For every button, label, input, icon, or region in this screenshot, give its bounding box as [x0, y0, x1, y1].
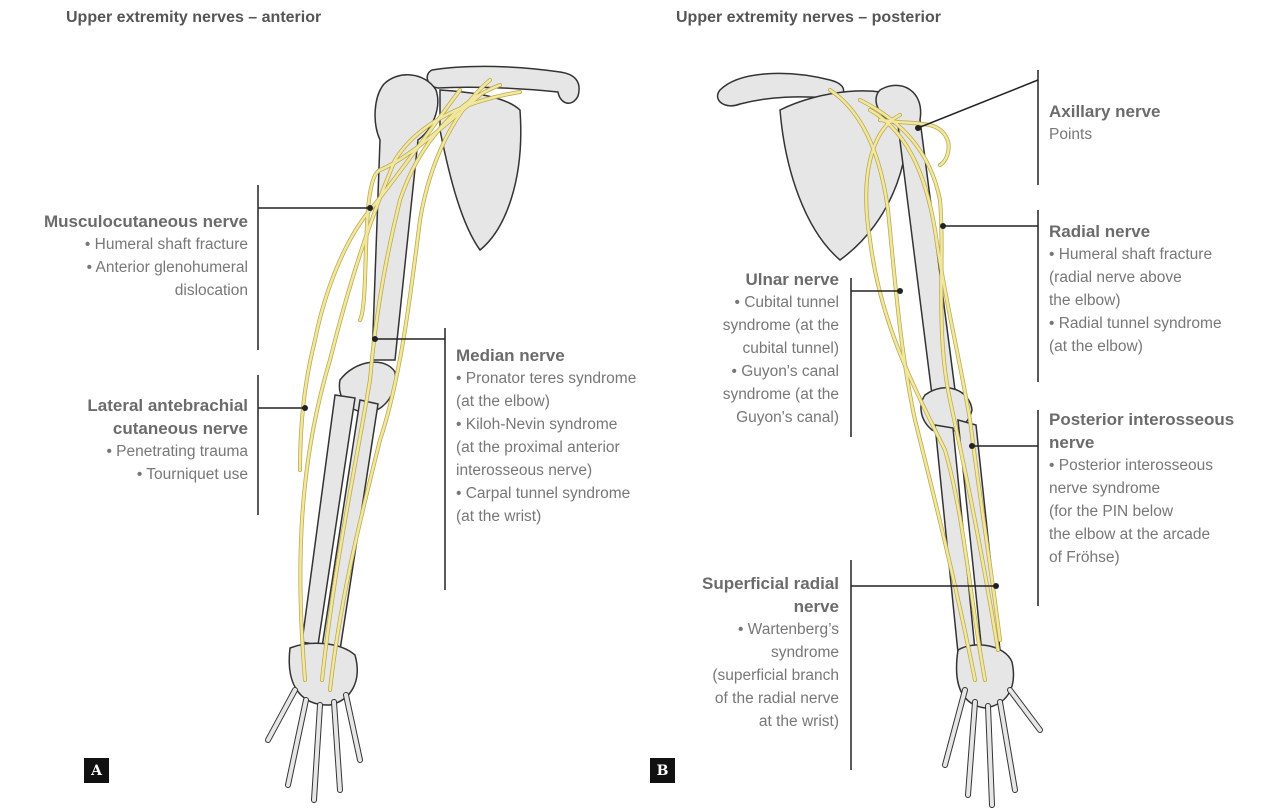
label-musculocutaneous-nerve: Musculocutaneous nerve • Humeral shaft f… [44, 210, 248, 302]
median-nerve-name: Median nerve [456, 344, 636, 367]
radial-note: (radial nerve above [1049, 266, 1222, 289]
axillary-nerve-name: Axillary nerve [1049, 100, 1161, 123]
superficial-radial-note: (superficial branch [702, 664, 839, 687]
radial-note: the elbow) [1049, 289, 1222, 312]
musculocutaneous-note: • Anterior glenohumeral [44, 256, 248, 279]
radial-note: (at the elbow) [1049, 335, 1222, 358]
median-note: (at the proximal anterior [456, 436, 636, 459]
ulnar-nerve-name: Ulnar nerve [723, 268, 839, 291]
musculocutaneous-note: dislocation [44, 279, 248, 302]
posterior-interosseous-note: (for the PIN below [1049, 500, 1234, 523]
panel-a-badge: A [84, 758, 109, 783]
median-note: (at the elbow) [456, 390, 636, 413]
superficial-radial-name: Superficial radial [702, 572, 839, 595]
ulnar-note: • Guyon's canal [723, 360, 839, 383]
median-note: • Carpal tunnel syndrome [456, 482, 636, 505]
radial-nerve-name: Radial nerve [1049, 220, 1222, 243]
ulnar-note: Guyon's canal) [723, 406, 839, 429]
superficial-radial-note: syndrome [702, 641, 839, 664]
ulnar-note: syndrome (at the [723, 314, 839, 337]
posterior-interosseous-note: the elbow at the arcade [1049, 523, 1234, 546]
posterior-interosseous-name: nerve [1049, 431, 1234, 454]
panel-b-badge: B [650, 758, 675, 783]
posterior-interosseous-name: Posterior interosseous [1049, 408, 1234, 431]
ulnar-note: • Cubital tunnel [723, 291, 839, 314]
lateral-antebrachial-note: • Penetrating trauma [87, 440, 248, 463]
label-median-nerve: Median nerve • Pronator teres syndrome (… [456, 344, 636, 528]
label-posterior-interosseous-nerve: Posterior interosseous nerve • Posterior… [1049, 408, 1234, 569]
radial-note: • Humeral shaft fracture [1049, 243, 1222, 266]
lateral-antebrachial-name: cutaneous nerve [87, 417, 248, 440]
label-radial-nerve: Radial nerve • Humeral shaft fracture (r… [1049, 220, 1222, 358]
superficial-radial-note: • Wartenberg’s [702, 618, 839, 641]
musculocutaneous-note: • Humeral shaft fracture [44, 233, 248, 256]
posterior-interosseous-note: of Fröhse) [1049, 546, 1234, 569]
musculocutaneous-nerve-name: Musculocutaneous nerve [44, 210, 248, 233]
median-note: interosseous nerve) [456, 459, 636, 482]
median-note: (at the wrist) [456, 505, 636, 528]
lateral-antebrachial-note: • Tourniquet use [87, 463, 248, 486]
superficial-radial-note: of the radial nerve [702, 687, 839, 710]
superficial-radial-note: at the wrist) [702, 710, 839, 733]
lateral-antebrachial-name: Lateral antebrachial [87, 394, 248, 417]
axillary-note: Points [1049, 123, 1161, 146]
posterior-interosseous-note: nerve syndrome [1049, 477, 1234, 500]
label-lateral-antebrachial-cutaneous-nerve: Lateral antebrachial cutaneous nerve • P… [87, 394, 248, 486]
median-note: • Pronator teres syndrome [456, 367, 636, 390]
label-ulnar-nerve: Ulnar nerve • Cubital tunnel syndrome (a… [723, 268, 839, 429]
superficial-radial-name: nerve [702, 595, 839, 618]
radial-note: • Radial tunnel syndrome [1049, 312, 1222, 335]
label-superficial-radial-nerve: Superficial radial nerve • Wartenberg’s … [702, 572, 839, 733]
posterior-interosseous-note: • Posterior interosseous [1049, 454, 1234, 477]
ulnar-note: cubital tunnel) [723, 337, 839, 360]
median-note: • Kiloh-Nevin syndrome [456, 413, 636, 436]
ulnar-note: syndrome (at the [723, 383, 839, 406]
label-axillary-nerve: Axillary nerve Points [1049, 100, 1161, 146]
